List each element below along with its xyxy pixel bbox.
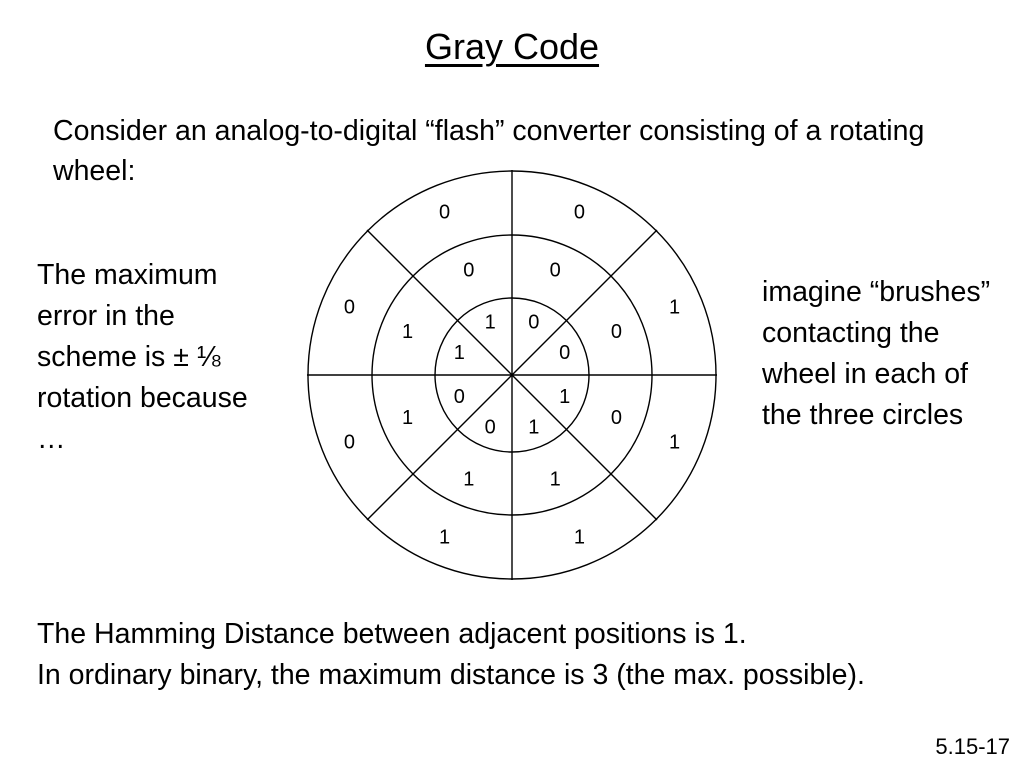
wheel-bit-inner-sector-8: 1 xyxy=(454,342,465,364)
wheel-bit-middle-sector-2: 0 xyxy=(550,260,561,282)
wheel-bit-outer-sector-8: 0 xyxy=(344,297,355,319)
wheel-ring-2 xyxy=(371,234,653,516)
wheel-bit-outer-sector-5: 1 xyxy=(574,527,585,549)
hamming-line-1: The Hamming Distance between adjacent po… xyxy=(37,618,747,650)
wheel-bit-outer-sector-7: 0 xyxy=(344,431,355,453)
wheel-bit-outer-sector-4: 1 xyxy=(669,431,680,453)
max-error-note: The maximum error in the scheme is ± ⅛ r… xyxy=(37,259,248,455)
wheel-diagonal-line-1 xyxy=(366,229,658,521)
wheel-diagonal-line-2 xyxy=(366,229,658,521)
wheel-bit-inner-sector-7: 0 xyxy=(454,386,465,408)
wheel-bit-inner-sector-6: 0 xyxy=(485,417,496,439)
wheel-bit-middle-sector-5: 1 xyxy=(550,468,561,490)
wheel-bit-middle-sector-4: 0 xyxy=(611,407,622,429)
wheel-bit-inner-sector-1: 1 xyxy=(485,311,496,333)
wheel-sector-lines xyxy=(307,170,717,580)
wheel-bit-inner-sector-3: 0 xyxy=(559,342,570,364)
wheel-bit-outer-sector-6: 1 xyxy=(439,527,450,549)
hamming-line-2: In ordinary binary, the maximum distance… xyxy=(37,659,865,691)
wheel-ring-3 xyxy=(307,170,717,580)
wheel-bit-outer-sector-1: 0 xyxy=(439,201,450,223)
wheel-bit-middle-sector-1: 0 xyxy=(463,260,474,282)
wheel-ring-1 xyxy=(434,297,590,453)
wheel-rings xyxy=(307,170,717,580)
wheel-bit-inner-sector-4: 1 xyxy=(559,386,570,408)
wheel-bit-middle-sector-6: 1 xyxy=(463,468,474,490)
brushes-note: imagine “brushes” contacting the wheel i… xyxy=(762,276,991,431)
wheel-bit-outer-sector-2: 0 xyxy=(574,201,585,223)
intro-text: Consider an analog-to-digital “flash” co… xyxy=(53,115,925,187)
wheel-bit-middle-sector-3: 0 xyxy=(611,321,622,343)
slide-title: Gray Code xyxy=(424,26,600,67)
wheel-bit-inner-sector-5: 1 xyxy=(528,417,539,439)
hamming-distance-text: The Hamming Distance between adjacent po… xyxy=(37,614,957,696)
wheel-bit-inner-sector-2: 0 xyxy=(528,311,539,333)
wheel-bit-middle-sector-7: 1 xyxy=(402,407,413,429)
wheel-bit-outer-sector-3: 1 xyxy=(669,297,680,319)
slide-number: 5.15-17 xyxy=(935,734,1010,759)
wheel-bit-middle-sector-8: 1 xyxy=(402,321,413,343)
